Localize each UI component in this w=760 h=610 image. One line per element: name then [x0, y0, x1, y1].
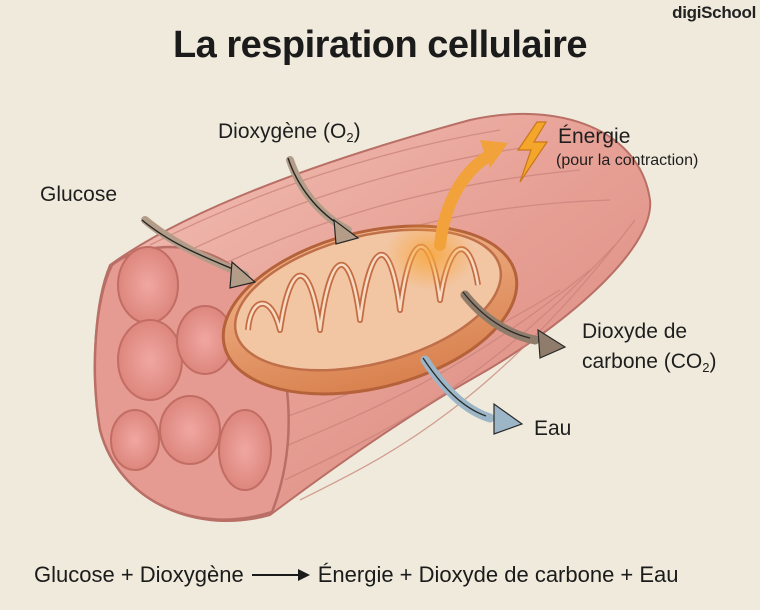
dioxygene-label-text: Dioxygène (O	[218, 120, 347, 143]
fiber-cross-sections	[110, 246, 272, 491]
energy-arrow	[434, 140, 508, 251]
page-title: La respiration cellulaire	[172, 24, 588, 66]
co2-label-text: carbone (CO	[582, 350, 703, 373]
eau-label: Eau	[534, 417, 572, 440]
energie-note: (pour la contraction)	[556, 152, 699, 169]
co2-label-line2: carbone (CO2)	[582, 350, 716, 375]
energie-label: Énergie	[558, 125, 631, 148]
brand-logo: digiSchool	[672, 3, 756, 22]
equation: Glucose + Dioxygène Énergie + Dioxyde de…	[34, 562, 679, 588]
lightning-icon	[516, 121, 549, 183]
glucose-arrow	[141, 216, 257, 289]
co2-label-subscript: 2	[702, 360, 710, 375]
dioxygene-label-subscript: 2	[346, 130, 354, 145]
co2-arrow	[460, 290, 567, 359]
reaction-arrow-icon	[251, 569, 310, 581]
dioxygene-label-close: )	[353, 120, 361, 143]
water-arrow	[420, 355, 524, 435]
oxygen-arrow	[286, 156, 360, 245]
co2-label-close: )	[709, 350, 717, 373]
equation-products: Énergie + Dioxyde de carbone + Eau	[317, 562, 679, 587]
equation-reactants: Glucose + Dioxygène	[34, 562, 244, 587]
glucose-label: Glucose	[40, 183, 118, 206]
dioxygene-label: Dioxygène (O2)	[218, 120, 361, 145]
mitochondrion	[221, 220, 519, 396]
co2-label-line1: Dioxyde de	[582, 320, 688, 343]
